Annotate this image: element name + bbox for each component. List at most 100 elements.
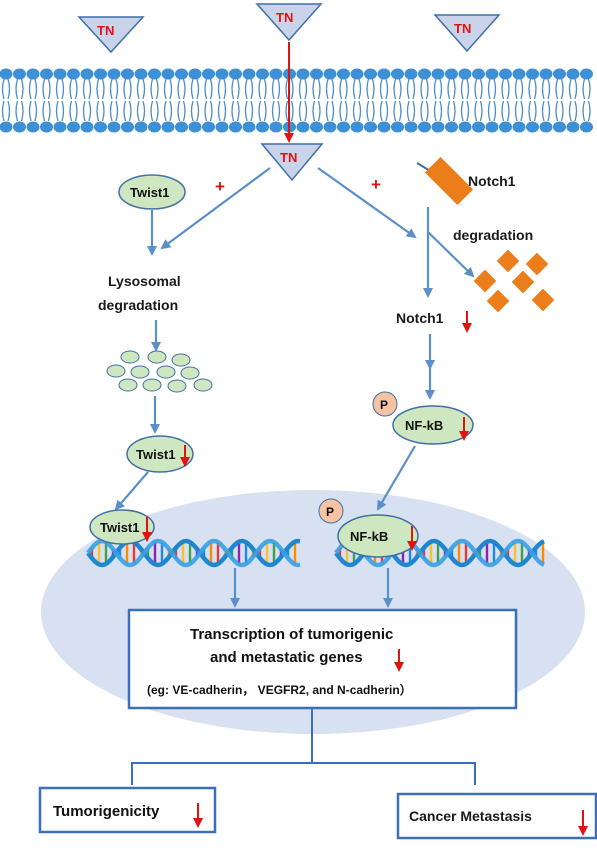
phosphate-circle-1 (372, 391, 398, 417)
notch1-receptor-label: Notch1 (468, 173, 516, 189)
lipid-top (40, 68, 53, 100)
lipid-top (53, 68, 67, 100)
tn-triangle-left: TN (77, 16, 145, 54)
lipid-top (26, 68, 40, 100)
lipid-top (323, 68, 337, 100)
lipid-bottom (310, 100, 323, 133)
lipid-bottom (256, 100, 269, 133)
degradation-label: degradation (453, 227, 533, 243)
notch-fragment-icon (531, 288, 555, 312)
vesicle-icon (130, 365, 150, 379)
lipid-top (148, 68, 161, 100)
vesicle-icon (147, 350, 167, 364)
plus-sign-right: + (371, 175, 381, 194)
twist1-top-label: Twist1 (130, 185, 170, 200)
lipid-bottom (553, 100, 566, 133)
vesicle-icon (156, 365, 176, 379)
notch1-receptor (416, 156, 474, 206)
lipid-top (539, 68, 553, 100)
tn-triangle-right: TN (433, 14, 501, 53)
twist1-protein-dna: Twist1 (89, 509, 155, 545)
lipid-top (566, 68, 580, 100)
outcome-tumorigenicity-label: Tumorigenicity (53, 803, 160, 820)
lipid-top (0, 68, 13, 100)
lipid-top (269, 68, 283, 100)
lipid-top (107, 68, 121, 100)
lipid-bottom (526, 100, 539, 133)
twist1-protein-mid: Twist1 (126, 435, 194, 473)
notch-fragments (473, 249, 555, 313)
transcription-line1: Transcription of tumorigenic (190, 626, 393, 643)
lipid-bottom (391, 100, 404, 133)
lipid-top (458, 68, 472, 100)
plus-sign-left: + (215, 177, 225, 196)
nfkb-protein-dna: NF-kB P (318, 498, 419, 558)
lipid-top (553, 68, 566, 100)
notch-fragment-icon (473, 269, 497, 293)
lipid-bottom (80, 100, 94, 133)
lysosome-vesicles (106, 350, 213, 393)
tn-label-right: TN (454, 21, 471, 36)
lipid-bottom (445, 100, 458, 133)
lysosomal-label-line2: degradation (98, 297, 178, 313)
tn-triangle-center: TN (255, 3, 323, 42)
lipid-bottom (580, 100, 593, 133)
nfkb-dna-label: NF-kB (350, 529, 388, 544)
lipid-bottom (296, 100, 310, 133)
outcome-metastasis-label: Cancer Metastasis (409, 808, 532, 824)
lipid-bottom (107, 100, 121, 133)
arrow-twist1-to-dna (114, 471, 149, 511)
tn-label-inside: TN (280, 150, 297, 165)
lipid-top (215, 68, 229, 100)
lipid-top (580, 68, 593, 100)
lipid-top (94, 68, 107, 100)
lipid-bottom (350, 100, 364, 133)
lipid-bottom (323, 100, 337, 133)
outcome-tumorigenicity-box: Tumorigenicity (38, 786, 217, 834)
lysosomal-label-line1: Lysosomal (108, 273, 181, 289)
lipid-top (161, 68, 175, 100)
lipid-bottom (13, 100, 26, 133)
nfkb-top-label: NF-kB (405, 418, 443, 433)
lipid-bottom (539, 100, 553, 133)
twist1-protein-top: Twist1 (118, 174, 186, 210)
lipid-top (431, 68, 445, 100)
lipid-top (485, 68, 499, 100)
lipid-bottom (134, 100, 148, 133)
lipid-top (377, 68, 391, 100)
lipid-bottom (67, 100, 80, 133)
lipid-bottom (377, 100, 391, 133)
arrow-tn-to-lysosomal (160, 167, 271, 250)
vesicle-icon (142, 378, 162, 392)
phosphate-label-1: P (380, 398, 388, 412)
lipid-bottom (215, 100, 229, 133)
twist1-dna-label: Twist1 (100, 520, 140, 535)
lipid-top (418, 68, 431, 100)
tn-label-center: TN (276, 10, 293, 25)
phosphate-label-2: P (326, 505, 334, 519)
outcome-connector (131, 708, 476, 785)
lipid-bottom (148, 100, 161, 133)
lipid-bottom (40, 100, 53, 133)
lipid-bottom (269, 100, 283, 133)
vesicle-icon (193, 378, 213, 392)
arrow-tn-to-notch (317, 167, 417, 239)
lipid-top (512, 68, 526, 100)
vesicle-icon (106, 364, 126, 378)
notch-fragment-icon (525, 252, 549, 276)
lipid-bottom (472, 100, 485, 133)
lipid-top (256, 68, 269, 100)
notch-fragment-icon (486, 289, 510, 313)
lipid-top (67, 68, 80, 100)
lipid-bottom (404, 100, 418, 133)
lipid-bottom (242, 100, 256, 133)
lipid-top (350, 68, 364, 100)
notch-fragment-icon (496, 249, 520, 273)
lipid-top (175, 68, 188, 100)
lipid-bottom (0, 100, 13, 133)
lipid-top (121, 68, 134, 100)
lipid-top (391, 68, 404, 100)
lipid-top (188, 68, 202, 100)
lipid-bottom (26, 100, 40, 133)
